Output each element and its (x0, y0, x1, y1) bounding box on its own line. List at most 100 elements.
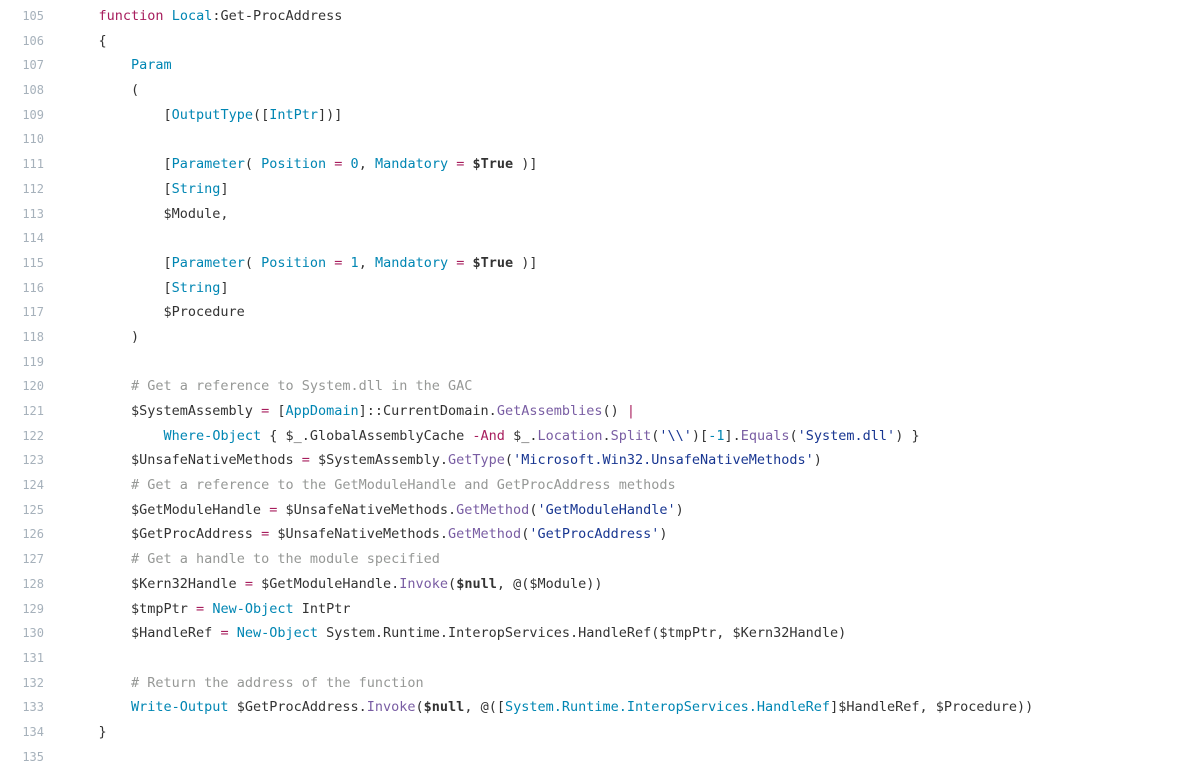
line-number[interactable]: 120 (22, 379, 44, 394)
line-number[interactable]: 113 (22, 206, 44, 221)
code-token-m: Split (610, 427, 652, 444)
code-line: 123 $UnsafeNativeMethods = $SystemAssemb… (0, 448, 1200, 473)
code-text: $Kern32Handle = $GetModuleHandle.Invoke(… (44, 572, 1200, 597)
code-token-p: [ (66, 279, 172, 296)
line-number[interactable]: 107 (22, 58, 44, 73)
code-line: 112 [String] (0, 177, 1200, 202)
code-token-p: $UnsafeNativeMethods. (277, 501, 457, 518)
code-text: $Module, (44, 202, 1200, 227)
code-token-b: Mandatory (374, 254, 449, 271)
code-token-s: 'GetModuleHandle' (537, 501, 676, 518)
code-token-p: ( (244, 254, 262, 271)
line-number[interactable]: 123 (22, 453, 44, 468)
code-token-p: IntPtr (293, 600, 351, 617)
code-text: [Parameter( Position = 0, Mandatory = $T… (44, 152, 1200, 177)
code-token-b: Position (261, 254, 327, 271)
line-number[interactable]: 127 (22, 552, 44, 567)
line-number[interactable]: 111 (22, 157, 44, 172)
line-number[interactable]: 117 (22, 305, 44, 320)
code-token-n: 0 (350, 156, 359, 173)
code-text: } (44, 720, 1200, 745)
code-token-b: System.Runtime.InteropServices.HandleRef (504, 699, 831, 716)
line-number[interactable]: 106 (22, 33, 44, 48)
code-token-b: AppDomain (285, 403, 359, 419)
code-token-p: $HandleRef (66, 625, 221, 642)
code-text: # Get a reference to the GetModuleHandle… (44, 473, 1200, 498)
line-number[interactable]: 114 (22, 231, 44, 246)
line-number[interactable]: 121 (22, 404, 44, 418)
code-token-p: ) (675, 501, 684, 518)
line-number[interactable]: 129 (22, 601, 44, 616)
line-number[interactable]: 122 (22, 428, 44, 443)
line-number[interactable]: 134 (22, 724, 44, 739)
code-text: # Get a reference to System.dll in the G… (44, 374, 1200, 399)
code-token-p: ( (66, 82, 140, 99)
line-number[interactable]: 126 (22, 527, 44, 542)
line-number[interactable]: 132 (22, 675, 44, 690)
code-line: 108 ( (0, 78, 1200, 103)
code-token-m: Equals (740, 427, 790, 444)
code-token-p (66, 675, 131, 691)
line-number[interactable]: 109 (22, 107, 44, 122)
line-number[interactable]: 128 (22, 576, 44, 591)
line-number[interactable]: 116 (22, 280, 44, 295)
code-token-p: [ (66, 156, 172, 173)
code-token-v: $True (472, 156, 514, 173)
line-number[interactable]: 131 (22, 650, 44, 665)
line-number[interactable]: 125 (22, 502, 44, 517)
code-token-p: ) (659, 526, 668, 543)
code-token-v: $True (472, 254, 514, 271)
code-line: 115 [Parameter( Position = 1, Mandatory … (0, 251, 1200, 276)
line-number[interactable]: 119 (22, 354, 44, 369)
code-text: [Parameter( Position = 1, Mandatory = $T… (44, 251, 1200, 276)
line-number[interactable]: 118 (22, 329, 44, 344)
code-token-p: [ (66, 180, 172, 197)
code-token-b: Where-Object (163, 427, 262, 444)
code-line: 117 $Procedure (0, 300, 1200, 325)
code-token-p: $Procedure (66, 304, 245, 321)
code-token-p (66, 428, 164, 444)
line-number[interactable]: 130 (22, 626, 44, 641)
code-line: 106 { (0, 29, 1200, 54)
line-number[interactable]: 133 (22, 700, 44, 715)
code-token-b: Param (131, 57, 172, 74)
code-token-p (66, 551, 131, 567)
code-text: ) (44, 325, 1200, 350)
code-token-b: String (171, 180, 221, 197)
code-line: 119 (0, 350, 1200, 375)
code-token-p: ( (244, 156, 262, 173)
code-token-p: ) (813, 452, 822, 469)
code-text: $HandleRef = New-Object System.Runtime.I… (44, 621, 1200, 646)
code-token-b: OutputType (171, 106, 253, 123)
code-text (44, 646, 1200, 671)
line-number[interactable]: 112 (22, 181, 44, 196)
code-token-m: Location (537, 427, 603, 444)
line-number[interactable]: 115 (22, 255, 44, 270)
code-token-p: $tmpPtr (66, 600, 197, 617)
code-token-p: ( (521, 526, 530, 543)
code-line: 134 } (0, 720, 1200, 745)
code-token-p (342, 156, 350, 172)
code-token-p: $GetModuleHandle. (252, 575, 400, 592)
code-token-k: function (98, 8, 164, 24)
code-text: function Local:Get-ProcAddress (44, 4, 1200, 29)
code-token-m: Invoke (399, 575, 449, 592)
code-token-p: :Get-ProcAddress (212, 8, 343, 24)
line-number[interactable]: 105 (22, 9, 44, 23)
line-number[interactable]: 110 (22, 132, 44, 147)
line-number[interactable]: 124 (22, 478, 44, 493)
code-token-b: New-Object (236, 625, 318, 642)
code-token-k: = (261, 403, 270, 419)
code-token-b: String (171, 279, 221, 296)
code-token-p: . (602, 427, 611, 444)
code-line: 105 function Local:Get-ProcAddress (0, 4, 1200, 29)
code-token-p: , (358, 156, 375, 173)
line-number[interactable]: 108 (22, 83, 44, 98)
code-token-p: ( (789, 427, 798, 444)
code-token-p (66, 699, 131, 715)
code-token-k: = (334, 254, 343, 271)
code-line: 114 (0, 226, 1200, 251)
code-token-p: $_. (504, 427, 538, 444)
code-token-k: = (456, 156, 465, 173)
